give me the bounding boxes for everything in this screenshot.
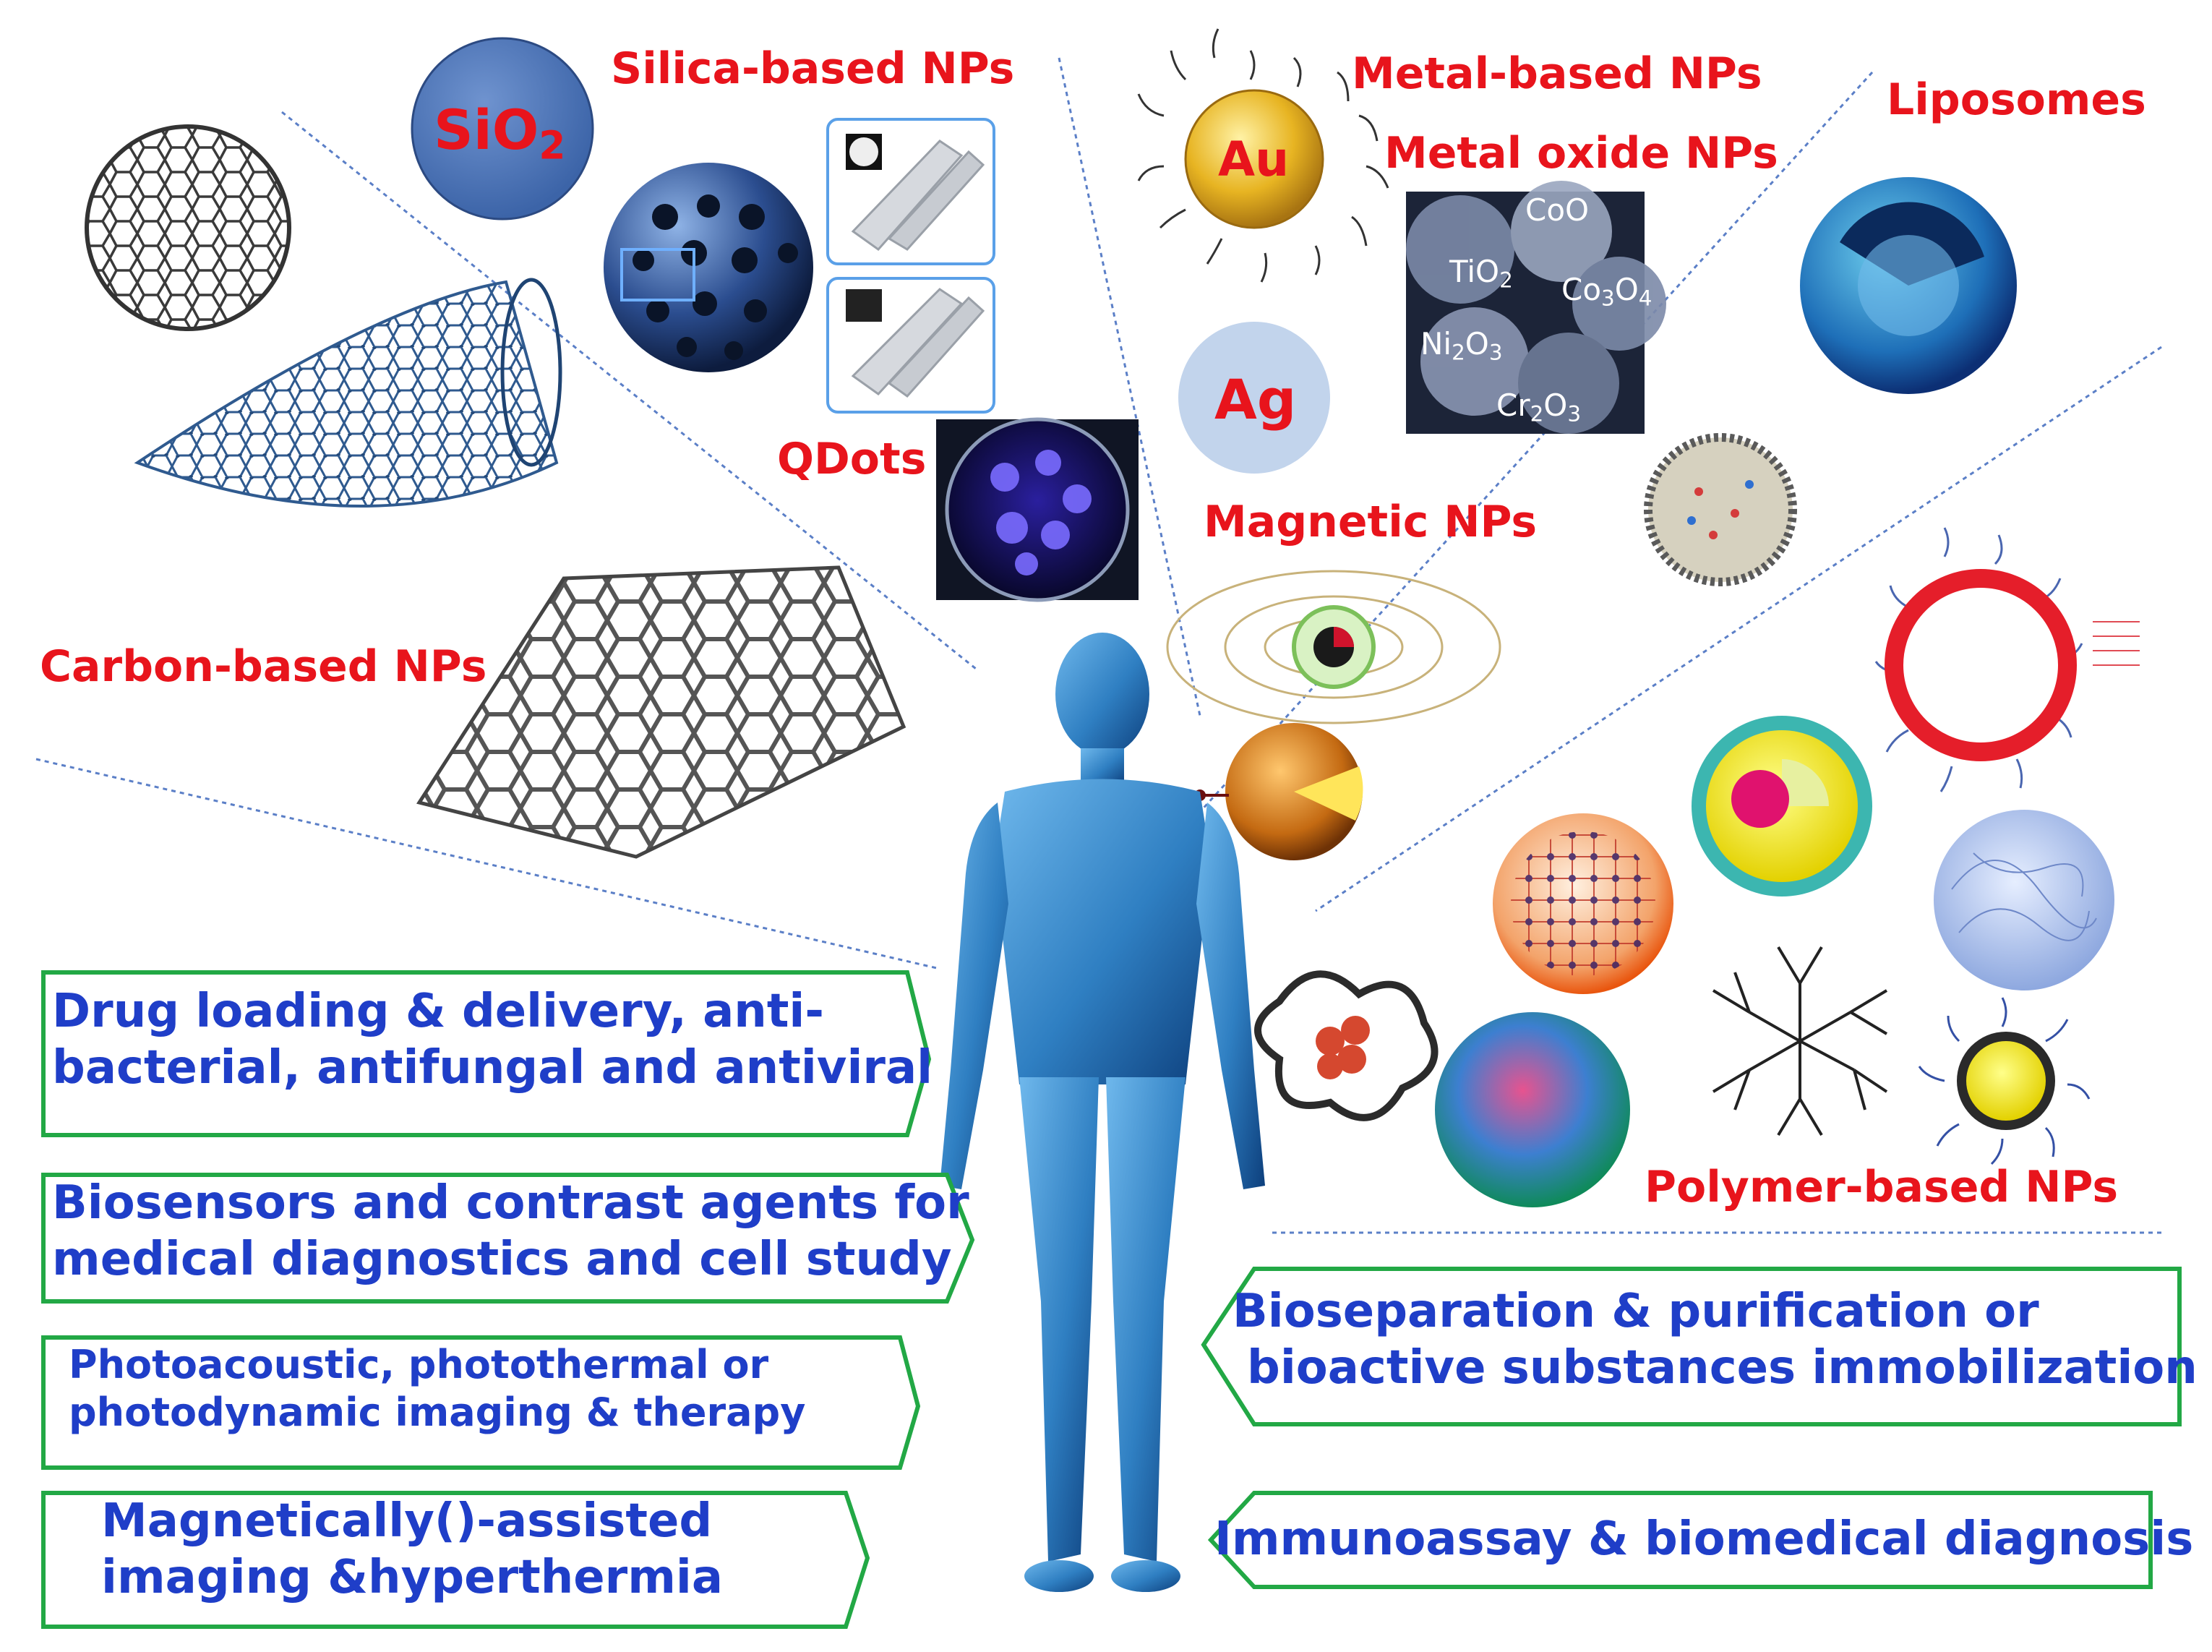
app-immunoassay: Immunoassay & biomedical diagnosis: [1214, 1511, 2193, 1567]
lipid-nanoparticle: [1644, 433, 1797, 586]
virus-like-particle: [1435, 1012, 1630, 1207]
app-bio-line2: medical diagnostics and cell study: [52, 1233, 952, 1287]
label-metal-based: Metal-based NPs: [1352, 48, 1762, 99]
human-body-figure: [940, 633, 1265, 1592]
box-drug-delivery: [41, 970, 932, 1137]
label-liposomes: Liposomes: [1887, 74, 2146, 125]
ni2o3-part-b: 2: [1452, 340, 1465, 365]
app-drug-line2: bacterial, antifungal and antiviral: [52, 1041, 933, 1095]
box-photo-imaging: [41, 1335, 921, 1470]
label-silica-based: Silica-based NPs: [611, 43, 1015, 94]
app-sep-line1: Bioseparation & purification or: [1233, 1285, 2039, 1338]
label-magnetic: Magnetic NPs: [1204, 497, 1538, 547]
ni2o3-part-c: O: [1465, 326, 1489, 361]
app-drug-delivery: Drug loading & delivery, anti- bacterial…: [52, 983, 933, 1096]
sio2-formula: SiO: [434, 98, 539, 162]
au-label: Au: [1218, 132, 1290, 187]
box-immunoassay: [1207, 1491, 2153, 1589]
sio2-label: SiO2: [434, 103, 565, 166]
app-immuno-line: Immunoassay & biomedical diagnosis: [1214, 1512, 2194, 1566]
tio2-subscript: 2: [1499, 268, 1513, 293]
carbon-nanoparticles-art: [85, 124, 906, 859]
ni2o3-label: Ni2O3: [1420, 329, 1503, 364]
app-drug-line1: Drug loading & delivery, anti-: [52, 985, 824, 1038]
cr2o3-part-a: Cr: [1496, 388, 1530, 423]
co3o4-part-a: Co: [1561, 272, 1602, 307]
label-carbon-based: Carbon-based NPs: [40, 641, 487, 692]
cr2o3-part-c: O: [1543, 388, 1568, 423]
sio2-subscript: 2: [539, 123, 566, 168]
co3o4-label: Co3O4: [1561, 275, 1652, 309]
label-qdots: QDots: [777, 434, 927, 484]
app-photo-line1: Photoacoustic, photothermal or: [69, 1342, 769, 1387]
quantum-dots-art: [936, 417, 1139, 602]
label-polymer-based: Polymer-based NPs: [1645, 1162, 2119, 1212]
polymer-nanoparticles-art: [1254, 527, 2140, 1207]
coo-label: CoO: [1525, 192, 1590, 228]
ag-disc: [1178, 322, 1330, 474]
app-mag-line1: Magnetically()-assisted: [101, 1494, 713, 1548]
application-boxes: [41, 970, 2182, 1629]
cr2o3-part-b: 2: [1530, 401, 1544, 427]
fullerene-ball: [85, 124, 291, 331]
app-biosensors: Biosensors and contrast agents for medic…: [52, 1175, 969, 1288]
au-core: [1184, 89, 1324, 229]
app-bio-line1: Biosensors and contrast agents for: [52, 1176, 969, 1230]
app-photo-imaging: Photoacoustic, photothermal or photodyna…: [69, 1341, 805, 1437]
graphene-sheet: [416, 565, 906, 859]
app-bioseparation: Bioseparation & purification or bioactiv…: [1233, 1283, 2198, 1396]
label-metal-oxide: Metal oxide NPs: [1384, 128, 1778, 179]
app-mag-line2: imaging &hyperthermia: [101, 1551, 724, 1605]
mesoporous-silica-sphere: [604, 163, 813, 372]
pore-zoom-box: [620, 248, 695, 301]
au-ligand-shell: [1137, 28, 1389, 283]
liposome-art: [1644, 177, 2017, 586]
tio2-label: TiO2: [1449, 257, 1513, 291]
box-biosensors: [41, 1173, 975, 1304]
cr2o3-part-d: 3: [1567, 401, 1582, 427]
app-photo-line2: photodynamic imaging & therapy: [69, 1389, 806, 1435]
ag-label: Ag: [1214, 367, 1297, 432]
metal-nanoparticles-art: [1137, 28, 1666, 474]
tio2-formula: TiO: [1449, 254, 1500, 289]
polymer-coil: [1934, 810, 2114, 990]
app-magnetic-imaging: Magnetically()-assisted imaging &hyperth…: [101, 1493, 723, 1606]
box-magnetic-imaging: [41, 1491, 870, 1629]
ni2o3-part-d: 3: [1488, 340, 1503, 365]
polymersome-ring: [1885, 569, 2077, 761]
ni2o3-part-a: Ni: [1420, 326, 1452, 361]
co3o4-part-d: 4: [1638, 286, 1652, 311]
cr2o3-label: Cr2O3: [1496, 390, 1581, 425]
sio2-disc: [411, 37, 594, 221]
dendrimer: [1712, 946, 1888, 1137]
polyplex: [1254, 970, 1439, 1121]
pegylated-nanoparticle: [1918, 997, 2091, 1165]
co3o4-part-b: 3: [1601, 286, 1615, 311]
magnetic-nanoparticles-art: [1166, 570, 1501, 860]
silica-nanoparticles-art: [411, 37, 995, 414]
app-sep-line2: bioactive substances immobilization: [1247, 1341, 2198, 1395]
box-bioseparation: [1201, 1267, 2182, 1426]
co3o4-part-c: O: [1614, 272, 1639, 307]
